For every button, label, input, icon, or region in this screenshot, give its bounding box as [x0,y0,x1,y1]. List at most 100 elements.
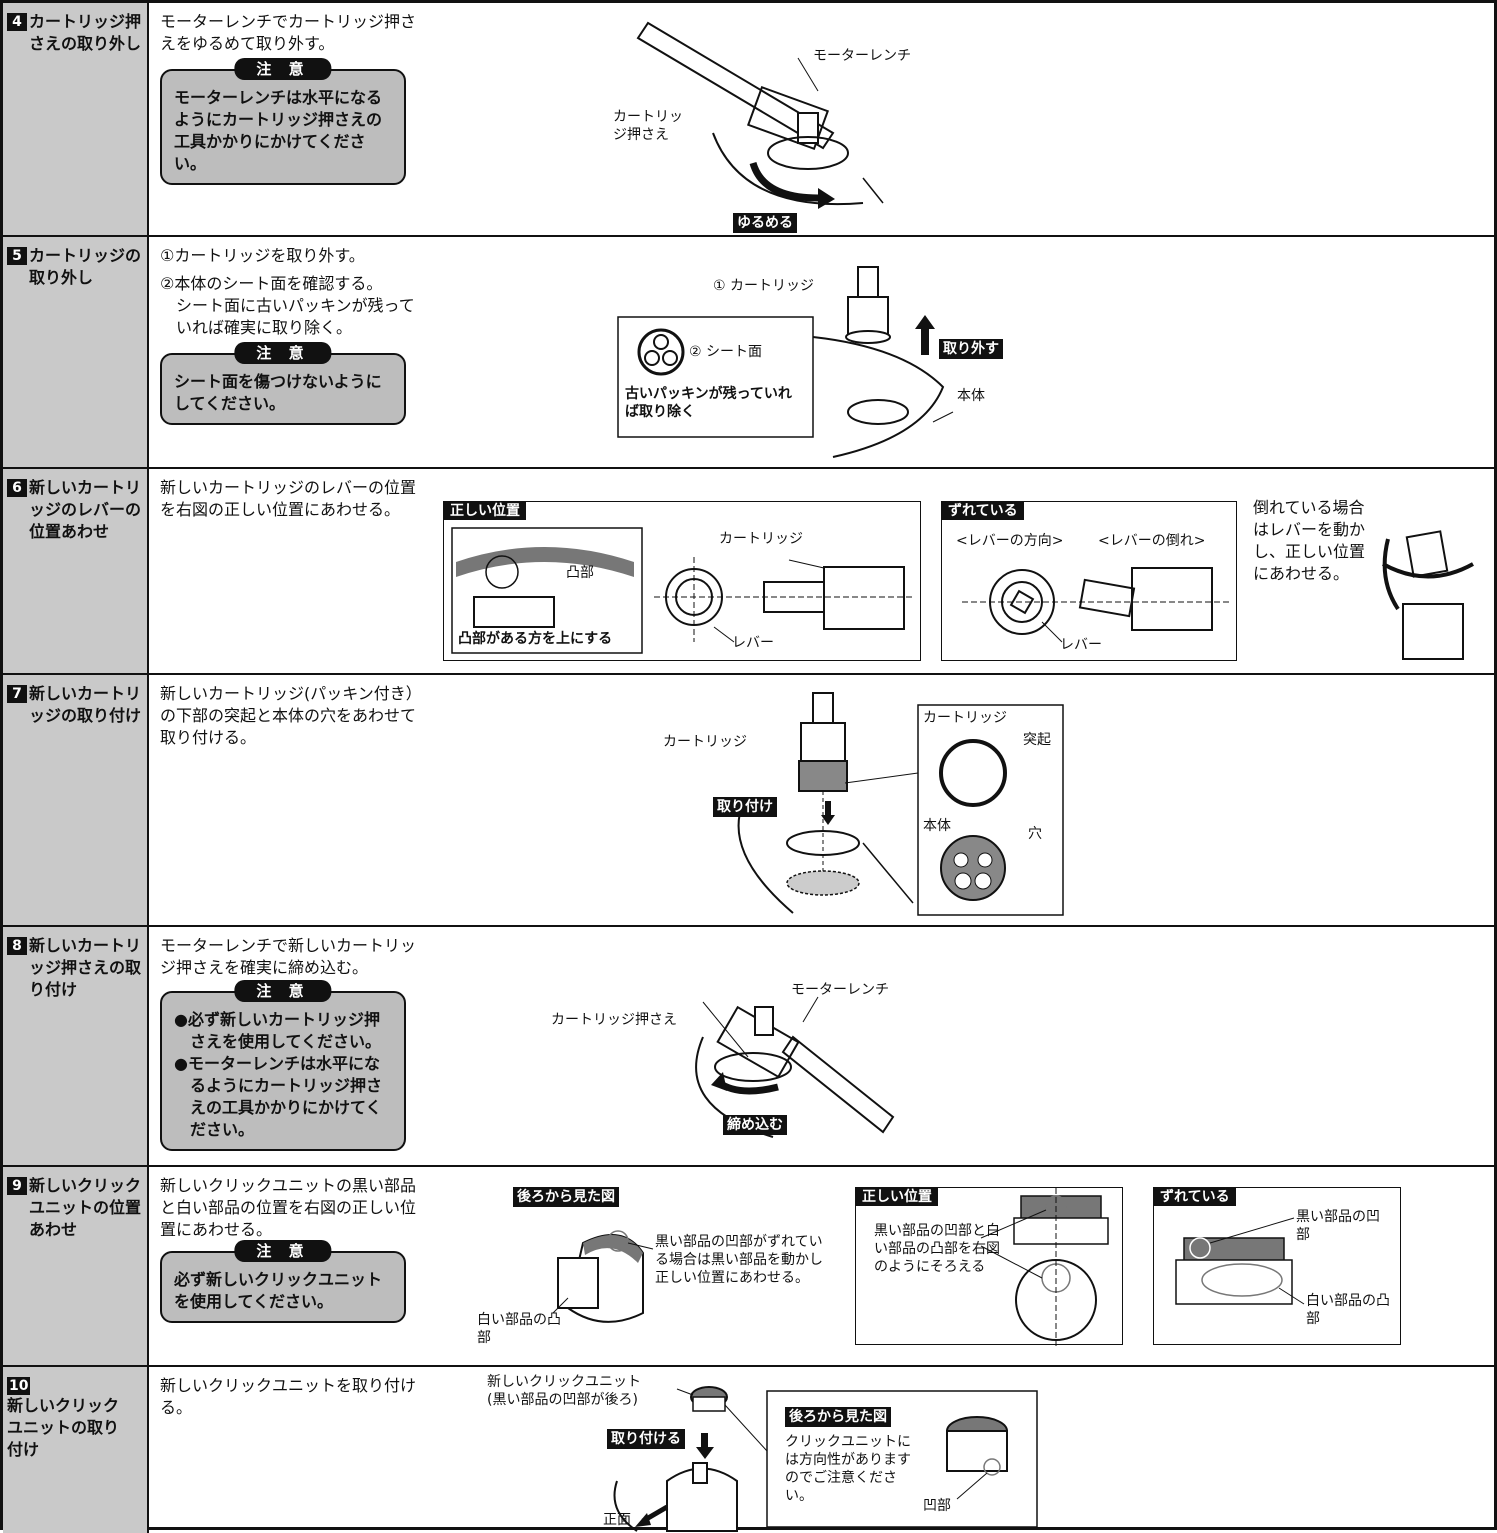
caution-box: 注 意 ●必ず新しいカートリッジ押さえを使用してください。 ●モーターレンチは水… [160,991,406,1151]
step-instructions: モーターレンチで新しいカートリッジ押さえを確実に締め込む。 注 意 ●必ず新しい… [160,935,420,1151]
loosen-tag: ゆるめる [733,213,797,233]
lever-direction-label: <レバーの方向> [956,532,1063,550]
step-title: 新しいクリックユニットの取り付け [7,1395,119,1461]
caution-tag: 注 意 [234,342,331,364]
tilted-cartridge-illustration [1378,519,1488,669]
cartridge-label: カートリッジ [719,530,803,548]
caution-box: 注 意 シート面を傷つけないようにしてください。 [160,353,406,425]
step-number: 5 [7,247,27,265]
black-part-note: 黒い部品の凹部がずれている場合は黒い部品を動かし正しい位置にあわせる。 [655,1233,825,1287]
install-tag: 取り付け [713,797,777,817]
lever-label: レバー [732,634,774,652]
new-unit-label: 新しいクリックユニット [487,1373,641,1391]
wrench-label: モーターレンチ [791,981,889,999]
step-instructions: 新しいクリックユニットの黒い部品と白い部品の位置を右図の正しい位置にあわせる。 … [160,1175,420,1323]
step-row-6: 6新しいカートリッジのレバーの位置あわせ 新しいカートリッジのレバーの位置を右図… [3,469,1494,675]
packing-note: 古いパッキンが残っていれば取り除く [625,385,805,421]
protrusion-label: 凸部 [566,564,594,582]
holder-label: カートリッジ押さえ [551,1011,677,1029]
caution-box: 注 意 必ず新しいクリックユニットを使用してください。 [160,1251,406,1323]
body-label: 本体 [957,387,985,405]
up-note: 凸部がある方を上にする [458,630,612,648]
caution-tag: 注 意 [234,58,331,80]
step-number: 4 [7,13,27,31]
click-unit-back-figure: 後ろから見た図 黒い部品の凹部がずれている場合は黒い部品を動かし正しい位置にあわ… [473,1183,843,1363]
cartridge-label: ① カートリッジ [713,277,814,295]
caution-text: 必ず新しいクリックユニットを使用してください。 [174,1269,394,1313]
step-number: 8 [7,937,27,955]
step-title: 新しいクリックユニットの位置あわせ [29,1175,141,1241]
inset-cartridge-label: カートリッジ [923,709,1007,727]
step-title: カートリッジ押さえの取り外し [29,11,141,55]
tilt-note: 倒れている場合はレバーを動かし、正しい位置にあわせる。 [1253,497,1373,585]
click-unit-install-figure: 新しいクリックユニット (黒い部品の凹部が後ろ) 取り付ける 正面 後ろから見た… [487,1371,1047,1531]
instruction-text: 新しいカートリッジ(パッキン付き）の下部の突起と本体の穴をあわせて取り付ける。 [160,683,420,749]
caution-text-1: ●必ず新しいカートリッジ押さえを使用してください。 [174,1009,394,1053]
black-dent-label: 黒い部品の凹部 [1296,1208,1386,1244]
step-row-8: 8新しいカートリッジ押さえの取り付け モーターレンチで新しいカートリッジ押さえを… [3,927,1494,1167]
remove-tag: 取り外す [939,339,1003,359]
holder-label: カートリッジ押さえ [613,108,693,144]
white-bump-label: 白い部品の凸部 [1306,1292,1396,1328]
white-part-label: 白い部品の凸部 [477,1311,567,1347]
back-view-tag: 後ろから見た図 [785,1407,891,1427]
step-number: 9 [7,1177,27,1195]
seat-label: ② シート面 [689,343,762,361]
correct-position-box: 正しい位置 凸部 凸部がある方を上にする カートリッジ レバー [443,501,921,661]
step-row-10: 10新しいクリックユニットの取り付け 新しいクリックユニットを取り付ける。 [3,1367,1494,1533]
front-label: 正面 [603,1511,631,1529]
step-instructions: ①カートリッジを取り外す。 ②本体のシート面を確認する。 シート面に古いパッキン… [160,245,420,425]
cartridge-label: カートリッジ [663,733,747,751]
caution-tag: 注 意 [234,1240,331,1262]
step-instructions: モーターレンチでカートリッジ押さえをゆるめて取り外す。 注 意 モーターレンチは… [160,11,420,185]
step-header: 10新しいクリックユニットの取り付け [3,1367,149,1533]
install-tag: 取り付ける [607,1429,685,1449]
direction-note: クリックユニットには方向性がありますのでご注意ください。 [785,1433,913,1505]
step-instructions: 新しいカートリッジ(パッキン付き）の下部の突起と本体の穴をあわせて取り付ける。 [160,683,420,749]
misaligned-box: ずれている 黒い部品の凹部 白い部品の凸部 [1153,1187,1401,1345]
instruction-text: 新しいクリックユニットの黒い部品と白い部品の位置を右図の正しい位置にあわせる。 [160,1175,420,1241]
step-title: 新しいカートリッジ押さえの取り付け [29,935,141,1001]
dent-label: 凹部 [923,1497,951,1515]
tilted-cartridge-figure [1378,519,1488,669]
step-number: 10 [7,1377,30,1395]
protrusion-label: 突起 [1023,731,1051,749]
body-label: 本体 [923,817,951,835]
caution-text: シート面を傷つけないようにしてください。 [174,371,394,415]
step-number: 7 [7,685,27,703]
step-title: 新しいカートリッジの取り付け [29,683,141,727]
correct-position-box: 正しい位置 黒い部品の凹部と白い部品の凸部を右図のようにそろえる [855,1187,1123,1345]
instruction-text: 新しいカートリッジのレバーの位置を右図の正しい位置にあわせる。 [160,477,420,521]
instruction-text: 新しいクリックユニットを取り付ける。 [160,1375,420,1419]
instruction-text: モーターレンチで新しいカートリッジ押さえを確実に締め込む。 [160,935,420,979]
instruction-text-1: ①カートリッジを取り外す。 [160,245,420,267]
instruction-text: モーターレンチでカートリッジ押さえをゆるめて取り外す。 [160,11,420,55]
caution-box: 注 意 モーターレンチは水平になるようにカートリッジ押さえの工具かかりにかけてく… [160,69,406,185]
lever-tilt-label: <レバーの倒れ> [1098,532,1205,550]
step-instructions: 新しいカートリッジのレバーの位置を右図の正しい位置にあわせる。 [160,477,420,521]
align-note: 黒い部品の凹部と白い部品の凸部を右図のようにそろえる [874,1222,1004,1276]
step-title: 新しいカートリッジのレバーの位置あわせ [29,477,141,543]
step-title: カートリッジの取り外し [29,245,141,289]
instruction-text-3: シート面に古いパッキンが残っていれば確実に取り除く。 [160,295,420,339]
cartridge-install-figure: カートリッジ 取り付け カートリッジ 突起 本体 穴 [663,683,1083,923]
instruction-text-2: ②本体のシート面を確認する。 [160,273,420,295]
unit-note: (黒い部品の凹部が後ろ) [487,1391,638,1409]
step-instructions: 新しいクリックユニットを取り付ける。 [160,1375,420,1419]
misaligned-box: ずれている <レバーの方向> <レバーの倒れ> レバー [941,501,1237,661]
wrench-tighten-figure: モーターレンチ カートリッジ押さえ 締め込む [543,967,943,1167]
caution-text: モーターレンチは水平になるようにカートリッジ押さえの工具かかりにかけてください。 [174,87,394,175]
wrench-label: モーターレンチ [813,47,911,65]
hole-label: 穴 [1028,825,1042,843]
cartridge-removal-figure: ① カートリッジ ② シート面 古いパッキンが残っていれば取り除く 取り外す 本… [603,257,1023,462]
